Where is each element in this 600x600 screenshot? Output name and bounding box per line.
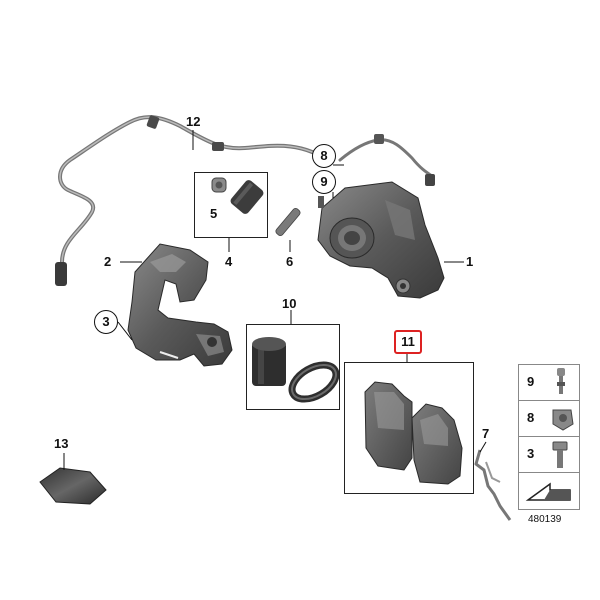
label-12: 12	[186, 114, 201, 129]
callout-9: 9	[312, 170, 336, 194]
label-1: 1	[466, 254, 474, 269]
legend-row-8: 8	[518, 400, 580, 438]
callout-8: 8	[312, 144, 336, 168]
callout-3: 3	[94, 310, 118, 334]
label-6: 6	[286, 254, 294, 269]
label-10: 10	[282, 296, 297, 311]
leader-lines	[63, 130, 487, 470]
anti-rattle-spring	[474, 449, 512, 521]
guide-pin	[275, 207, 301, 237]
label-13: 13	[54, 436, 69, 451]
dust-cap-icon	[552, 409, 574, 431]
legend-row-3: 3	[518, 436, 580, 474]
brake-wear-sensor-cable	[55, 115, 435, 286]
brake-carrier-bracket	[127, 243, 233, 367]
bleed-screw-icon	[557, 368, 565, 394]
brake-pad-set	[364, 381, 463, 485]
arrow-icon	[525, 482, 571, 501]
legend-row-9: 9	[518, 364, 580, 402]
label-2: 2	[104, 254, 112, 269]
label-4: 4	[225, 254, 233, 269]
highlighted-part-11: 11	[394, 330, 422, 354]
legend-row-3-label: 3	[527, 446, 535, 461]
label-7: 7	[482, 426, 490, 441]
caliper-piston-repair-kit	[252, 337, 340, 403]
group-box-11	[344, 362, 474, 494]
legend-arrow-panel	[518, 472, 580, 510]
legend-row-8-label: 8	[527, 410, 535, 425]
hex-bolt-icon	[552, 441, 568, 468]
guide-bolt-and-bushing	[211, 177, 264, 214]
label-5: 5	[210, 206, 218, 221]
legend-row-9-label: 9	[527, 374, 535, 389]
diagram-number: 480139	[528, 514, 562, 525]
brake-caliper	[317, 181, 445, 299]
group-box-4	[194, 172, 268, 238]
group-box-10	[246, 324, 340, 410]
assembly-paste-packet	[39, 467, 107, 505]
